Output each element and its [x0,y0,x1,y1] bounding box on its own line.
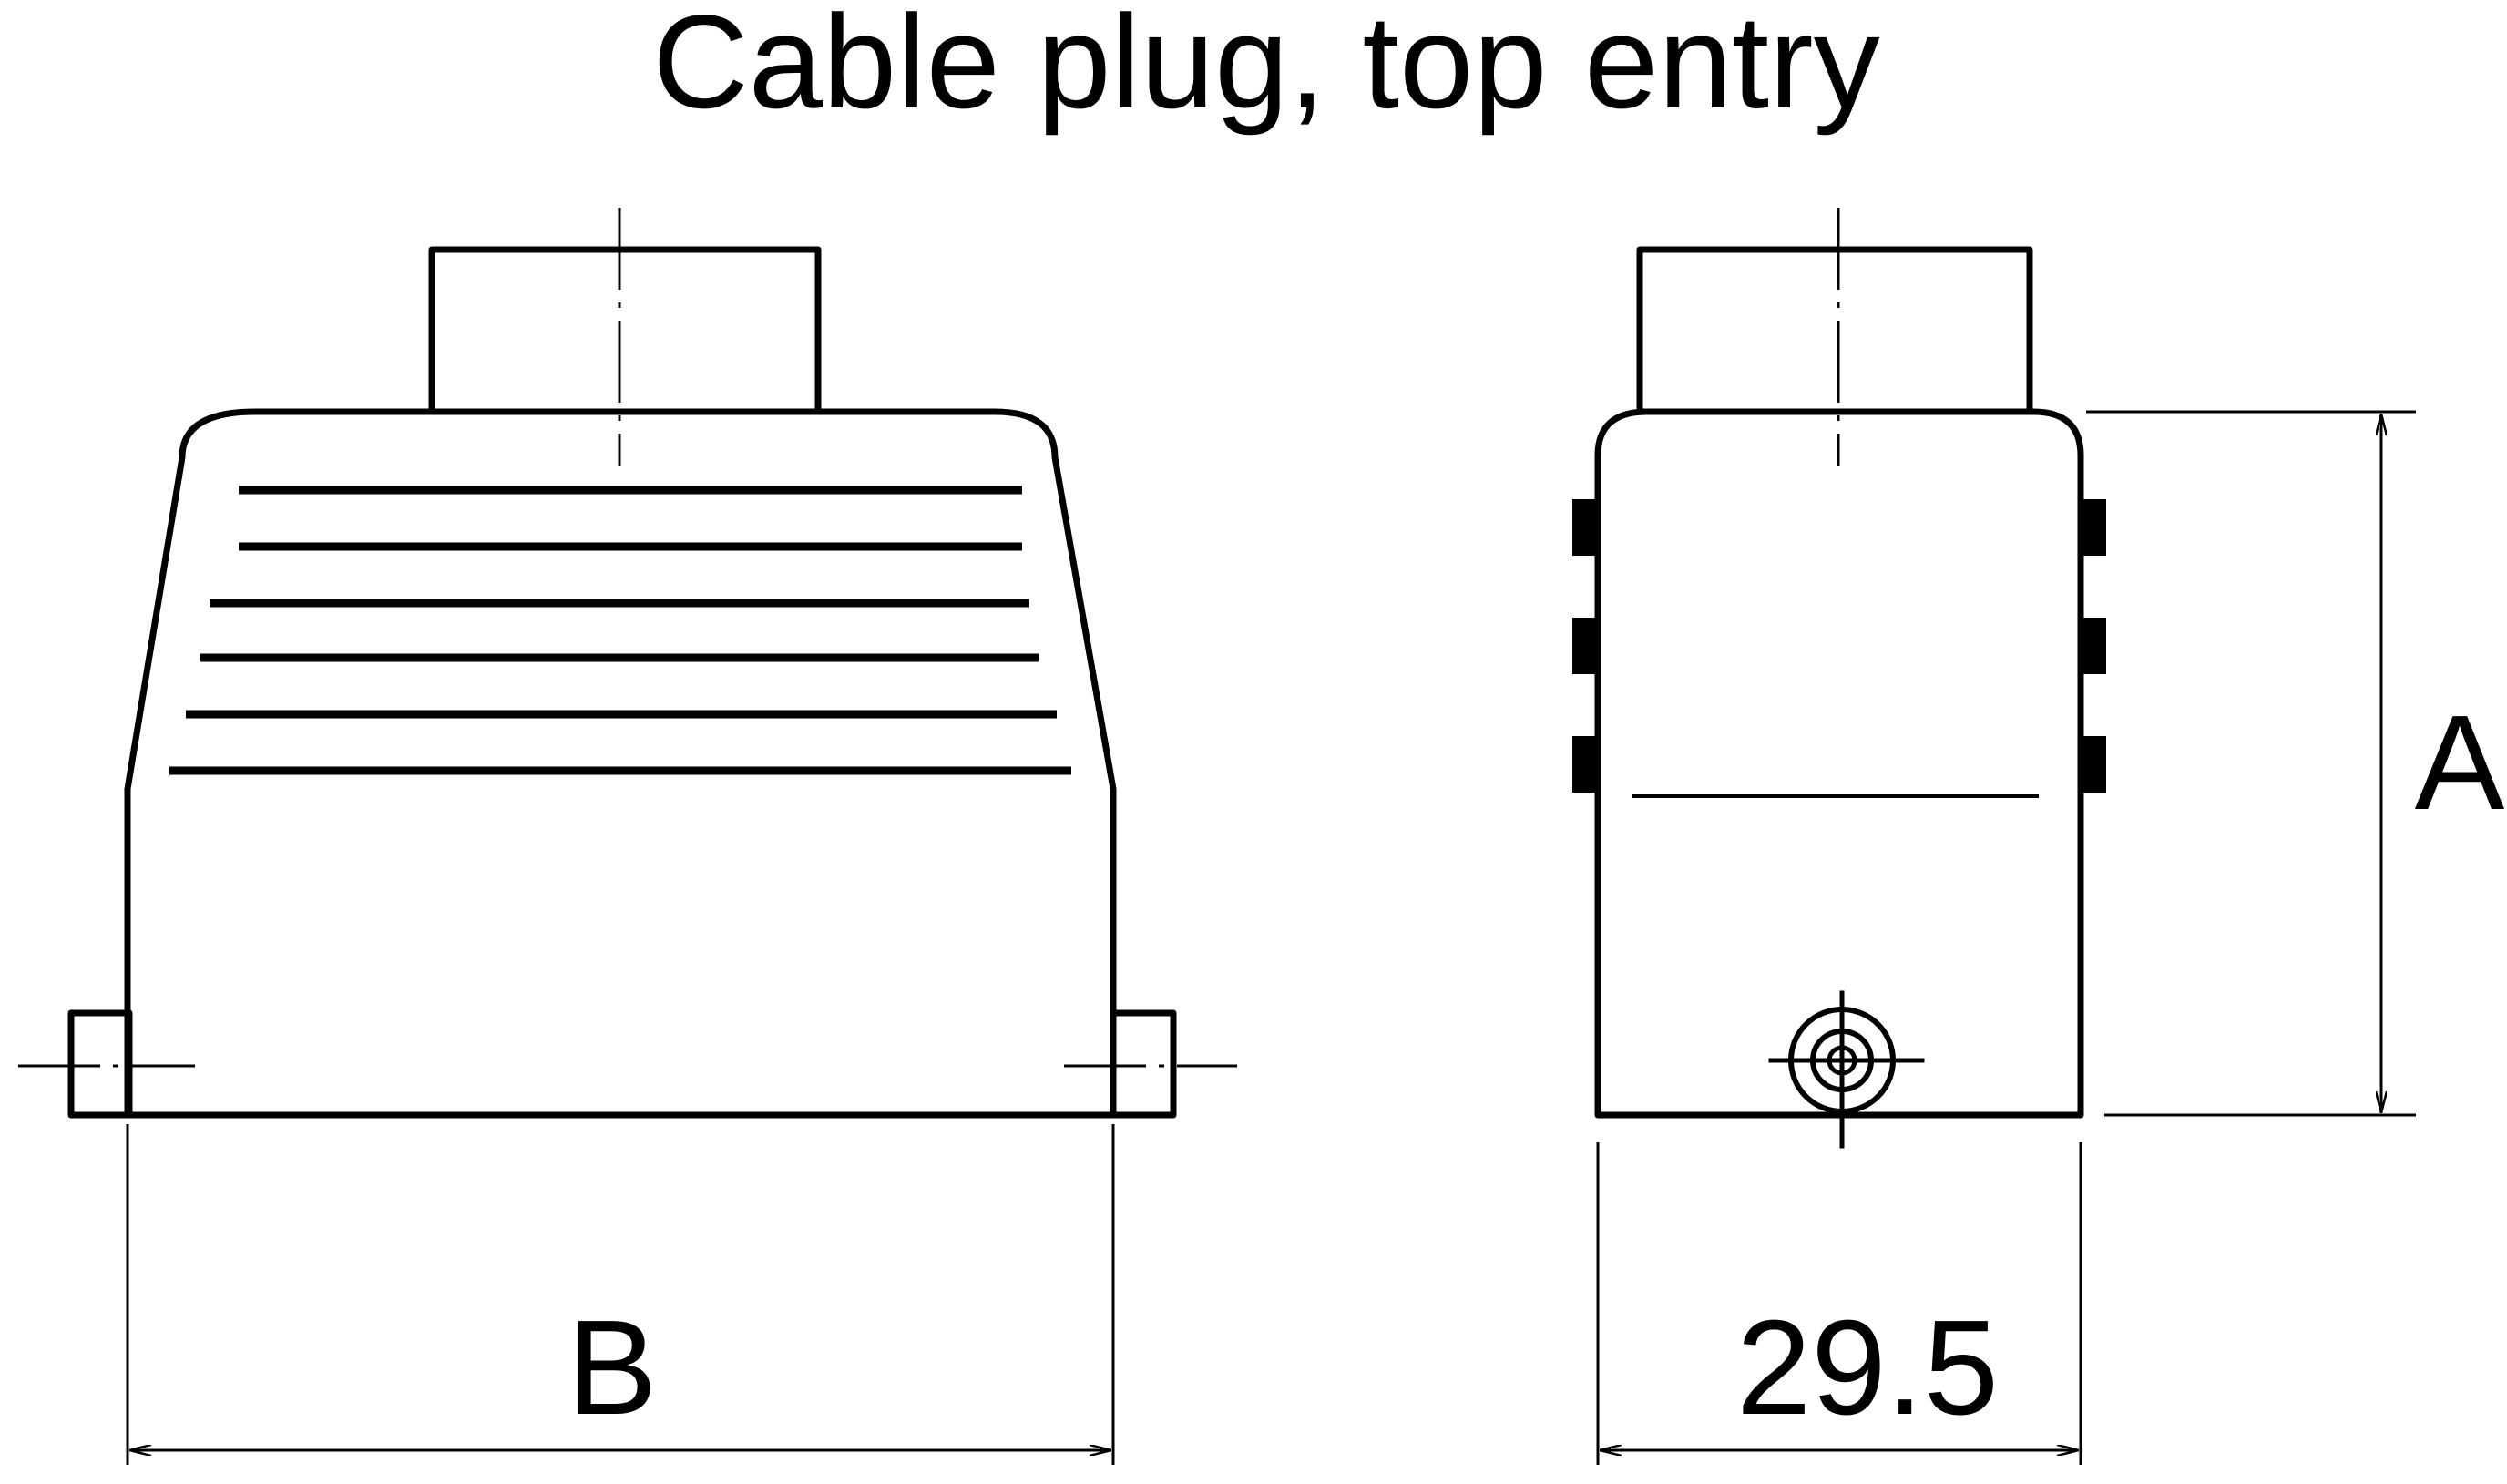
front-housing-outline [124,408,1117,1119]
dimension-depth-label: 29.5 [1736,1293,1999,1443]
dimension-b-label: B [568,1293,658,1443]
drawing-title: Cable plug, top entry [652,0,1879,136]
front-cable-entry [428,246,822,415]
dimension-a-label: A [2415,688,2505,838]
side-cable-entry [1636,246,2033,415]
front-left-peg [67,1009,133,1119]
side-view: 29.5 A [1572,208,2505,1465]
front-view: B [18,208,1237,1465]
side-locking-pin [1768,990,1925,1149]
front-right-peg [1110,1009,1177,1119]
side-housing-outline [1594,408,2084,1119]
side-locking-tabs [1572,499,2106,793]
front-ribs [169,486,1071,775]
